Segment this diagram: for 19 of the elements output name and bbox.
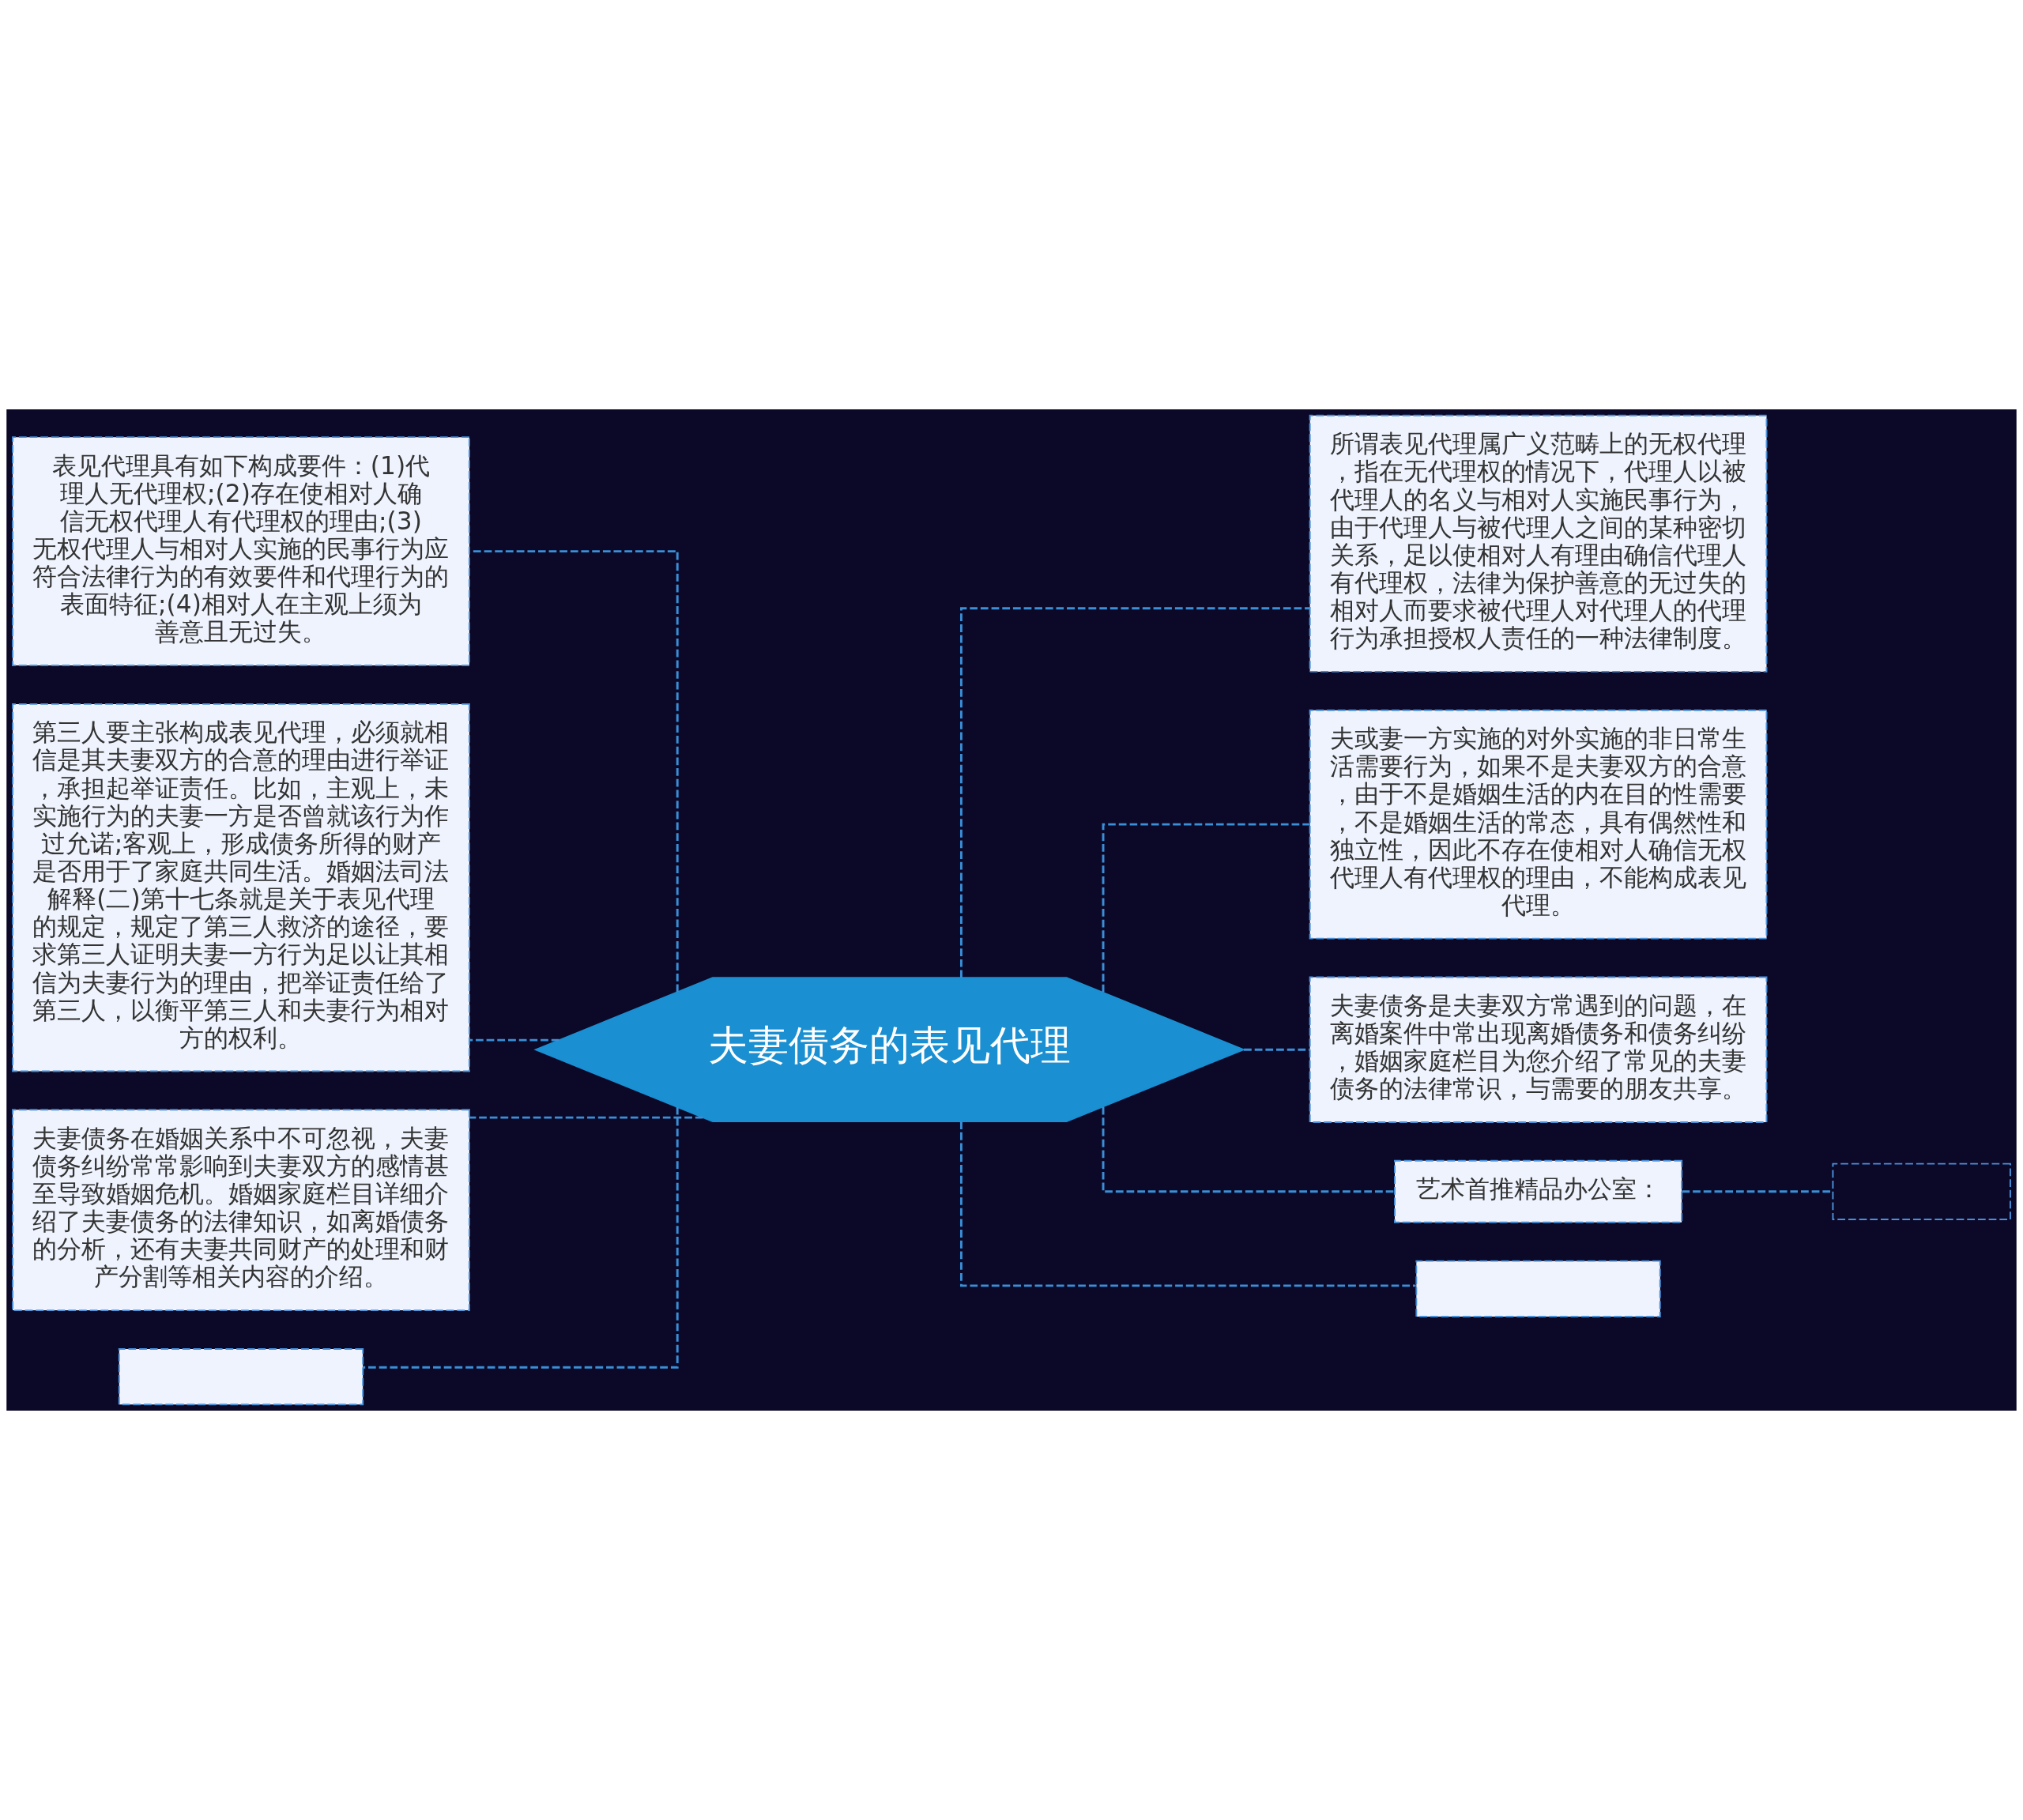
connector: [1102, 823, 1310, 993]
connector: [469, 1116, 703, 1119]
connector: [469, 1038, 559, 1042]
node-box: 表见代理具有如下构成要件：(1)代理人无代理权;(2)存在使相对人确信无权代理人有代理权的理由;(3)无权代理人与相对人实施的民事行为应符合法律行为的有效要件和代理行为的表面特征;(4)相对人在主观上须为善意且无过失。: [12, 436, 470, 667]
node-box: 夫妻债务是夫妻双方常遇到的问题，在离婚案件中常出现离婚债务和债务纠纷，婚姻家庭栏目为您介绍了常见的夫妻债务的法律常识，与需要的朋友共享。: [1309, 976, 1768, 1123]
connector: [1102, 1106, 1395, 1193]
connector: [959, 607, 1310, 978]
connector: [469, 550, 679, 993]
connector: [1244, 1048, 1310, 1051]
node-box: 夫妻债务在婚姻关系中不可忽视，夫妻债务纠纷常常影响到夫妻双方的感情甚至导致婚姻危机。婚姻家庭栏目详细介绍了夫妻债务的法律知识，如离婚债务的分析，还有夫妻共同财产的处理和财产分割等相关内容的介绍。: [12, 1109, 470, 1312]
node-box: 夫或妻一方实施的对外实施的非日常生活需要行为，如果不是夫妻双方的合意，由于不是婚姻生活的内在目的性需要，不是婚姻生活的常态，具有偶然性和独立性，因此不存在使相对人确信无权代理人有代理权的理由，不能构成表见代理。: [1309, 709, 1768, 940]
node-box: 第三人要主张构成表见代理，必须就相信是其夫妻双方的合意的理由进行举证，承担起举证责任。比如，主观上，未实施行为的夫妻一方是否曾就该行为作过允诺;客观上，形成债务所得的财产是否用于了家庭共同生活。婚姻法司法解释(二)第十七条就是关于表见代理的规定，规定了第三人救济的途径，要求第三人证明夫妻一方行为足以让其相信为夫妻行为的理由，把举证责任给了第三人，以衡平第三人和夫妻行为相对方的权利。: [12, 703, 470, 1072]
node-box: [1832, 1162, 2011, 1220]
node-box: [1415, 1260, 1661, 1317]
connector: [959, 1121, 1416, 1287]
node-box: 艺术首推精品办公室：: [1394, 1159, 1683, 1223]
connector: [363, 1107, 679, 1369]
node-box: [118, 1347, 364, 1406]
node-box: 所谓表见代理属广义范畴上的无权代理，指在无代理权的情况下，代理人以被代理人的名义与相对人实施民事行为，由于代理人与被代理人之间的某种密切关系，足以使相对人有理由确信代理人有代理权，法律为保护善意的无过失的相对人而要求被代理人对代理人的代理行为承担授权人责任的一种法律制度。: [1309, 414, 1768, 673]
